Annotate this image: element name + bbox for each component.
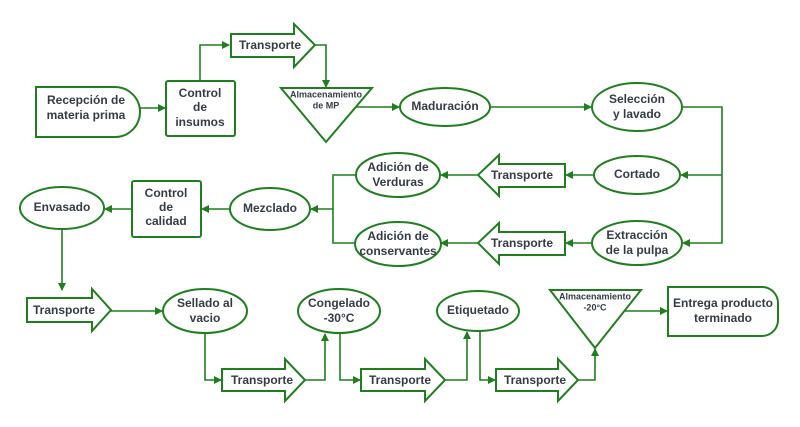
label: Maduración [411,99,478,113]
label: Transporte [33,303,95,317]
label: Congelado [308,296,370,310]
label: Mezclado [243,201,297,215]
node-transporte-3: Transporte [476,220,566,267]
node-envasado: Envasado [19,186,105,230]
node-recepcion: Recepción de materia prima [35,86,141,138]
label: Verduras [372,175,424,189]
node-adicion-verduras: Adición de Verduras [355,152,441,198]
node-etiquetado: Etiquetado [436,290,520,332]
label: terminado [694,311,752,325]
label: Selección [609,92,665,106]
label: Recepción de [47,93,125,107]
label: Adición de [367,229,429,243]
node-seleccion: Selección y lavado [591,82,683,132]
label: de [159,200,173,214]
node-cortado: Cortado [593,155,681,195]
label: Transporte [504,373,566,387]
node-transporte-1: Transporte [230,21,317,70]
label: Transporte [231,373,293,387]
label: Sellado al [177,296,233,310]
label: de [193,100,207,114]
label: -20°C [583,302,607,312]
label: Transporte [369,373,431,387]
connectors [58,41,723,384]
node-control-insumos: Control de insumos [165,80,236,137]
node-control-calidad: Control de calidad [131,180,202,238]
node-entrega: Entrega producto terminado [667,286,779,337]
node-almacenamiento-20: Almacenamiento -20°C [547,289,644,350]
label: insumos [175,115,225,129]
node-transporte-4: Transporte [26,286,113,334]
node-transporte-5: Transporte [221,356,307,404]
label: de la pulpa [606,243,669,257]
label: Etiquetado [447,303,509,317]
label: Cortado [614,167,660,181]
label: Adición de [367,160,429,174]
label: -30°C [324,311,355,325]
node-transporte-7: Transporte [495,356,580,404]
node-adicion-conservantes: Adición de conservantes [354,221,442,267]
label: Entrega producto [673,296,773,310]
label: Envasado [34,200,91,214]
node-transporte-6: Transporte [360,356,447,404]
node-almacenamiento-mp: Almacenamiento de MP [278,87,375,144]
label: Control [145,186,188,200]
node-mezclado: Mezclado [229,187,311,231]
node-transporte-2: Transporte [476,152,566,199]
label: Control [179,86,222,100]
label: de MP [313,100,340,110]
label: Transporte [491,168,553,182]
label: y lavado [613,107,661,121]
label: materia prima [47,108,126,122]
label: Transporte [239,38,301,52]
label: Extracción [606,228,667,242]
label: calidad [145,214,186,228]
label: vacio [190,311,221,325]
node-congelado: Congelado -30°C [297,288,381,334]
label: Almacenamiento [290,89,363,99]
node-extraccion: Extracción de la pulpa [591,220,683,266]
label: Almacenamiento [559,291,632,301]
label: Transporte [491,236,553,250]
node-maduracion: Maduración [399,87,491,127]
label: conservantes [359,244,437,258]
node-sellado: Sellado al vacio [162,288,248,334]
